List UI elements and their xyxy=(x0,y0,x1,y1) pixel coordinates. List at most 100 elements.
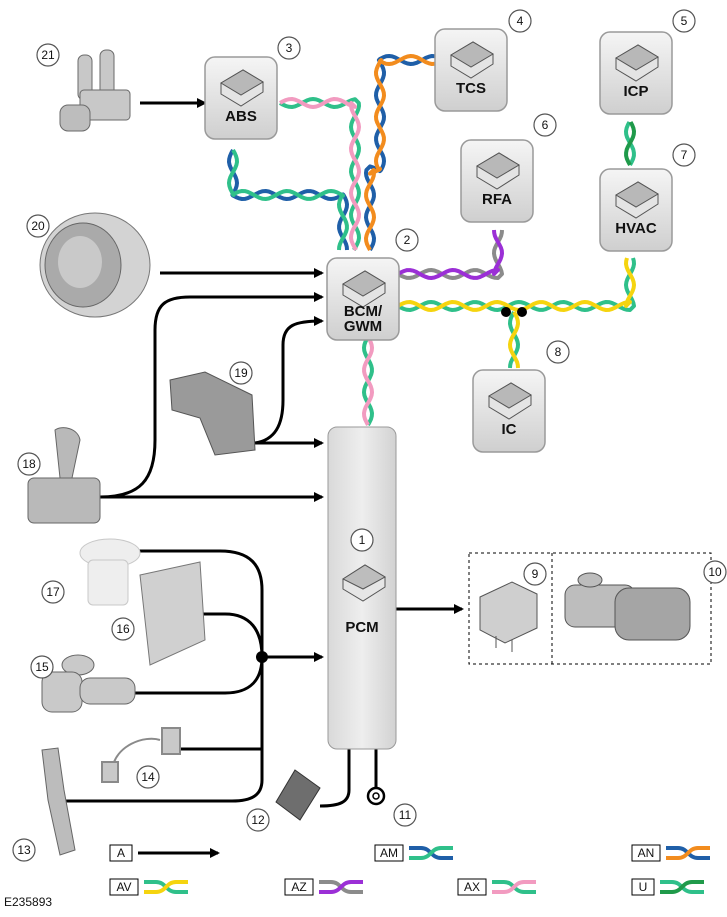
hvac-module: HVAC xyxy=(599,168,673,252)
svg-text:6: 6 xyxy=(542,118,549,132)
svg-text:AM: AM xyxy=(380,846,398,860)
bcm-label: BCM/ xyxy=(344,303,383,320)
relay-9 xyxy=(479,581,538,652)
svg-text:A: A xyxy=(117,846,125,860)
starter-motor-10 xyxy=(564,572,691,641)
legend-a: A xyxy=(109,844,220,862)
svg-text:20: 20 xyxy=(31,219,45,233)
crank-sensor-15 xyxy=(41,654,136,713)
svg-text:4: 4 xyxy=(517,14,524,28)
svg-text:7: 7 xyxy=(681,148,688,162)
callout-11: 11 xyxy=(393,803,417,827)
rfa-label: RFA xyxy=(482,191,512,208)
callout-14: 14 xyxy=(136,765,160,789)
callout-20: 20 xyxy=(26,214,50,238)
bcm-module: BCM/GWM xyxy=(326,257,400,341)
svg-text:2: 2 xyxy=(404,233,411,247)
splice-dot-left xyxy=(501,307,511,317)
svg-text:AZ: AZ xyxy=(291,880,306,894)
callout-2: 2 xyxy=(395,228,419,252)
wire-splice-ic xyxy=(508,311,520,369)
tcs-label: TCS xyxy=(456,80,486,97)
callout-13: 13 xyxy=(12,838,36,862)
wire-hvac-icp xyxy=(624,121,636,166)
wire-abs-bcm-ax xyxy=(279,97,361,251)
figure-id: E235893 xyxy=(4,895,52,909)
svg-text:21: 21 xyxy=(41,48,55,62)
ic-module: IC xyxy=(472,369,546,453)
bcm-label: GWM xyxy=(344,318,382,335)
chip-icon xyxy=(341,564,387,602)
svg-text:10: 10 xyxy=(708,565,722,579)
svg-text:17: 17 xyxy=(46,585,60,599)
callout-17: 17 xyxy=(41,580,65,604)
wire-bcm-rfa xyxy=(397,229,504,280)
pcm-label: PCM xyxy=(345,619,378,636)
callout-8: 8 xyxy=(546,340,570,364)
callout-3: 3 xyxy=(277,36,301,60)
svg-text:5: 5 xyxy=(681,14,688,28)
input-lines xyxy=(60,98,464,808)
svg-text:12: 12 xyxy=(251,813,265,827)
wire-bcm-pcm xyxy=(362,329,374,426)
fuse-12 xyxy=(275,769,321,821)
twisted-pair-wires xyxy=(227,54,636,426)
callout-12: 12 xyxy=(246,808,270,832)
junction-dot xyxy=(256,651,268,663)
legend-av: AV xyxy=(109,878,188,896)
callout-7: 7 xyxy=(672,143,696,167)
svg-text:19: 19 xyxy=(234,366,248,380)
svg-text:11: 11 xyxy=(399,808,412,822)
callout-10: 10 xyxy=(703,560,727,584)
ic-label: IC xyxy=(502,421,517,438)
icp-module: ICP xyxy=(599,31,673,115)
svg-text:8: 8 xyxy=(555,345,562,359)
svg-text:3: 3 xyxy=(286,41,293,55)
svg-text:9: 9 xyxy=(532,567,539,581)
callout-16: 16 xyxy=(111,617,135,641)
legend: A AM AN AV AZ AX U xyxy=(109,844,710,896)
start-button-20 xyxy=(39,212,151,318)
callout-19: 19 xyxy=(229,361,253,385)
callout-9: 9 xyxy=(523,562,547,586)
wire-bcm-hvac xyxy=(397,257,636,312)
coolant-sensor-17 xyxy=(79,538,141,606)
callout-15: 15 xyxy=(30,655,54,679)
ground-11 xyxy=(366,786,386,806)
callout-5: 5 xyxy=(672,9,696,33)
rfa-module: RFA xyxy=(460,139,534,223)
accelerator-pedal-13 xyxy=(41,747,76,856)
svg-text:AN: AN xyxy=(638,846,655,860)
legend-an: AN xyxy=(631,844,710,862)
icp-label: ICP xyxy=(623,83,648,100)
svg-text:13: 13 xyxy=(17,843,31,857)
svg-text:AV: AV xyxy=(116,880,131,894)
brake-pressure-sensor-21 xyxy=(59,49,131,132)
gear-selector-18 xyxy=(27,427,101,524)
callout-6: 6 xyxy=(533,113,557,137)
fuse-box-16 xyxy=(139,561,206,666)
svg-text:U: U xyxy=(639,880,648,894)
svg-text:15: 15 xyxy=(35,660,49,674)
pcm-module: PCM xyxy=(327,426,397,750)
svg-text:18: 18 xyxy=(22,457,36,471)
wire-bcm-tcs xyxy=(364,54,436,251)
hvac-label: HVAC xyxy=(615,220,657,237)
callout-1: 1 xyxy=(350,528,374,552)
legend-az: AZ xyxy=(284,878,363,896)
tcs-module: TCS xyxy=(434,28,508,112)
svg-text:AX: AX xyxy=(464,880,480,894)
wire-abs-bcm-am xyxy=(227,149,349,251)
splice-dot-right xyxy=(517,307,527,317)
svg-text:16: 16 xyxy=(116,622,130,636)
callout-21: 21 xyxy=(36,43,60,67)
svg-text:14: 14 xyxy=(141,770,155,784)
brake-switch-19 xyxy=(169,371,256,456)
abs-label: ABS xyxy=(225,108,257,125)
legend-u: U xyxy=(631,878,704,896)
abs-module: ABS xyxy=(204,56,278,140)
relay-starter-group xyxy=(468,552,712,665)
callout-18: 18 xyxy=(17,452,41,476)
callout-4: 4 xyxy=(508,9,532,33)
